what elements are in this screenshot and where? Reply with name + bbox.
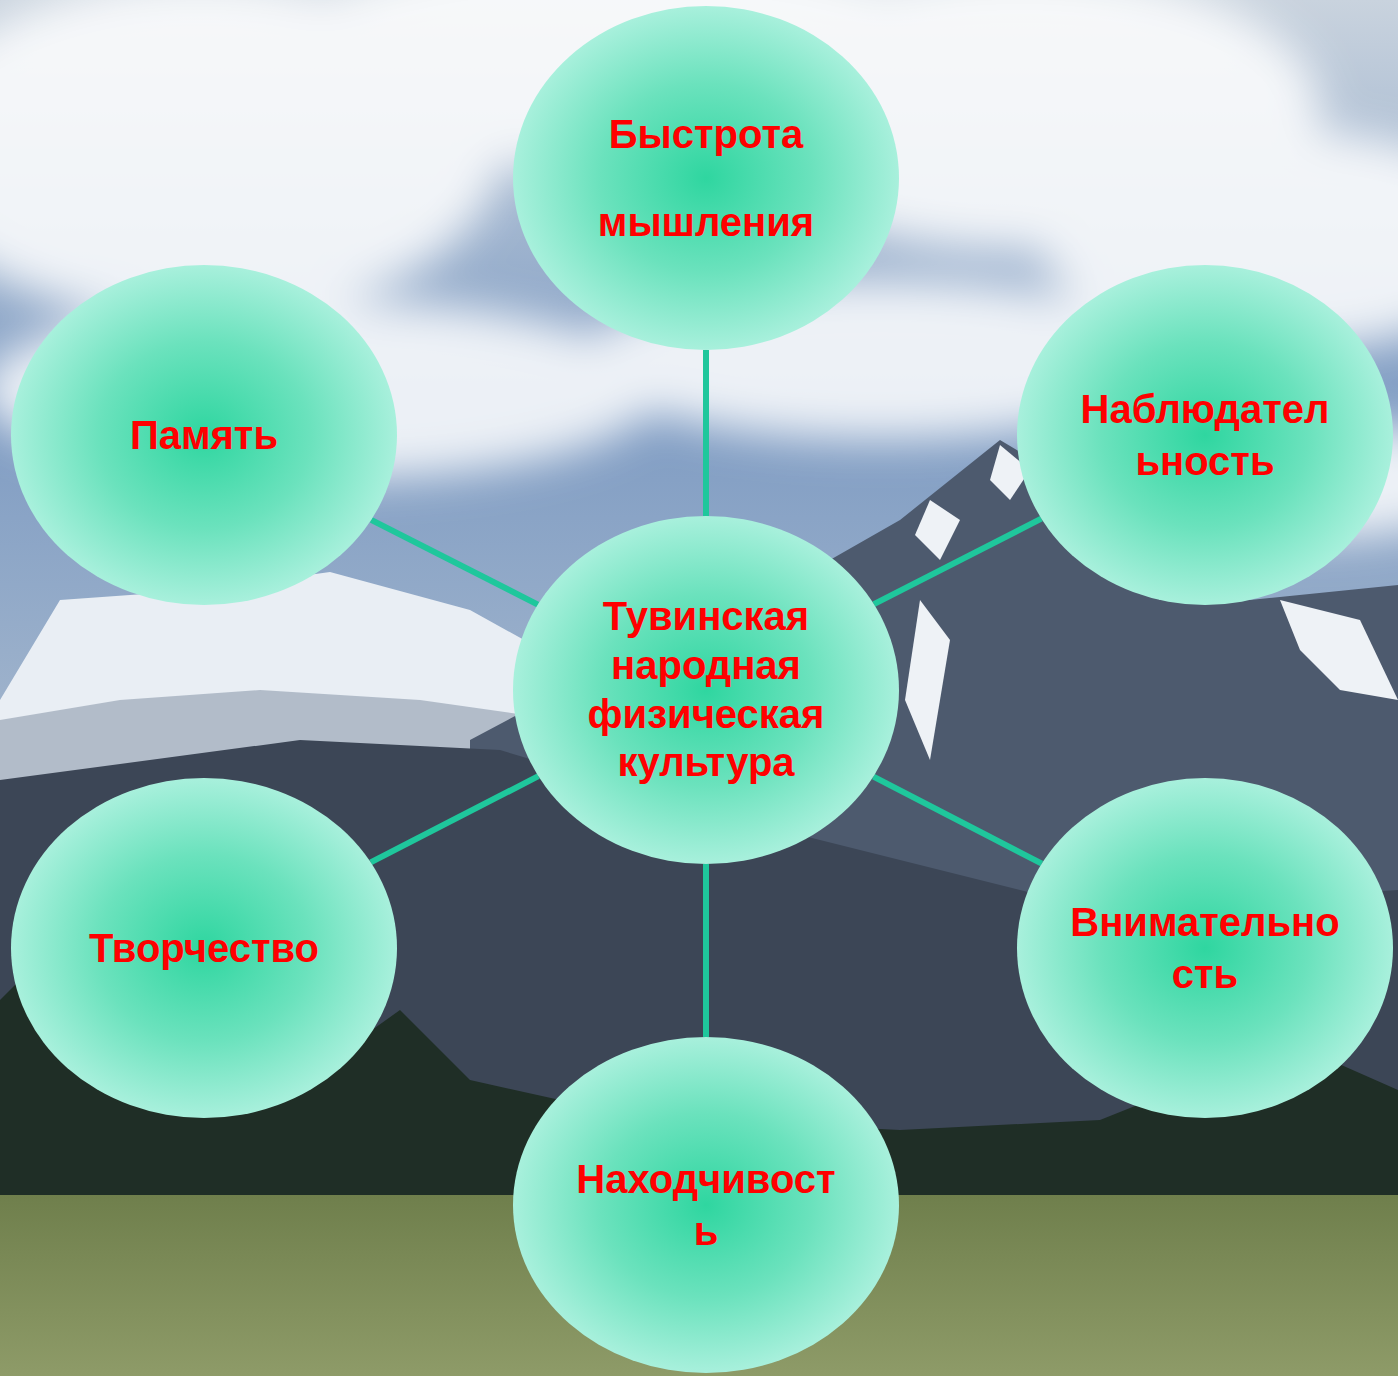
circle-outline <box>1017 778 1393 1118</box>
circle-fill <box>11 778 397 1118</box>
topic-circle: Память <box>11 265 397 605</box>
circle-label: Тувинская народная физическая культура <box>581 592 831 787</box>
text-group: Внимательность <box>1070 896 1340 1000</box>
circle-outline <box>513 516 899 864</box>
connector-line <box>874 519 1041 605</box>
circle-label: Наблюдательность <box>1070 383 1340 487</box>
topic-circle: Тувинская народная физическая культура <box>513 516 899 864</box>
text-group: Быстрота мышления <box>556 90 856 266</box>
topic-circle: Быстрота мышления <box>513 6 899 350</box>
text-group: Находчивость <box>571 1153 841 1257</box>
circle-label: Внимательность <box>1070 896 1340 1000</box>
text-group: Наблюдательность <box>1070 383 1340 487</box>
circle-outline <box>1017 265 1393 605</box>
connector-line <box>371 776 539 862</box>
connector-line <box>703 350 709 516</box>
topic-circle: Находчивость <box>513 1037 899 1373</box>
circle-fill <box>513 1037 899 1373</box>
circle-outline <box>513 6 899 350</box>
circle-label: Находчивость <box>571 1153 841 1257</box>
circle-outline <box>513 1037 899 1373</box>
circle-label: Быстрота мышления <box>556 90 856 266</box>
circle-fill <box>513 516 899 864</box>
circle-fill <box>513 6 899 350</box>
circle-label: Память <box>54 409 354 461</box>
circle-fill <box>11 265 397 605</box>
connector-line <box>873 777 1041 864</box>
circle-label: Творчество <box>79 922 329 974</box>
text-group: Тувинская народная физическая культура <box>581 592 831 787</box>
connector-line <box>371 520 538 605</box>
topic-circle: Внимательность <box>1017 778 1393 1118</box>
circle-fill <box>1017 265 1393 605</box>
topic-circle: Творчество <box>11 778 397 1118</box>
text-group: Память <box>54 409 354 461</box>
circle-fill <box>1017 778 1393 1118</box>
topic-circle: Наблюдательность <box>1017 265 1393 605</box>
text-group: Творчество <box>79 922 329 974</box>
connector-line <box>703 864 709 1037</box>
